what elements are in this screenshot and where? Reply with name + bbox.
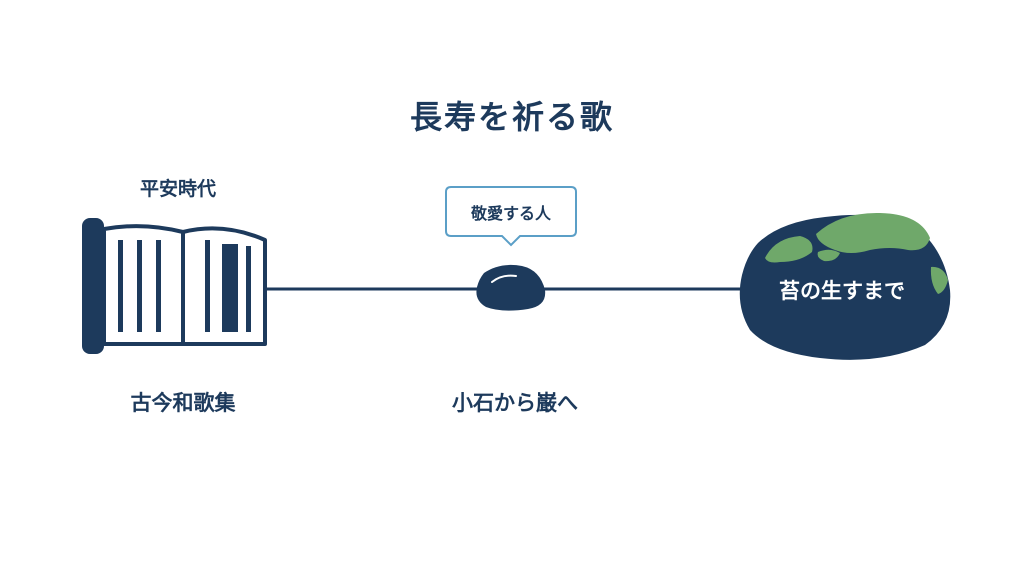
callout-text: 敬愛する人 — [470, 204, 551, 223]
pebble-label: 小石から巌へ — [452, 391, 578, 415]
mossy-boulder-icon — [739, 212, 951, 360]
pebble-icon — [476, 264, 546, 311]
diagram-title: 長寿を祈る歌 — [409, 98, 614, 136]
callout-bubble — [445, 186, 577, 247]
book-label: 古今和歌集 — [130, 391, 236, 415]
book-icon — [82, 218, 267, 354]
era-label: 平安時代 — [139, 178, 216, 200]
boulder-label: 苔の生すまで — [779, 279, 905, 303]
